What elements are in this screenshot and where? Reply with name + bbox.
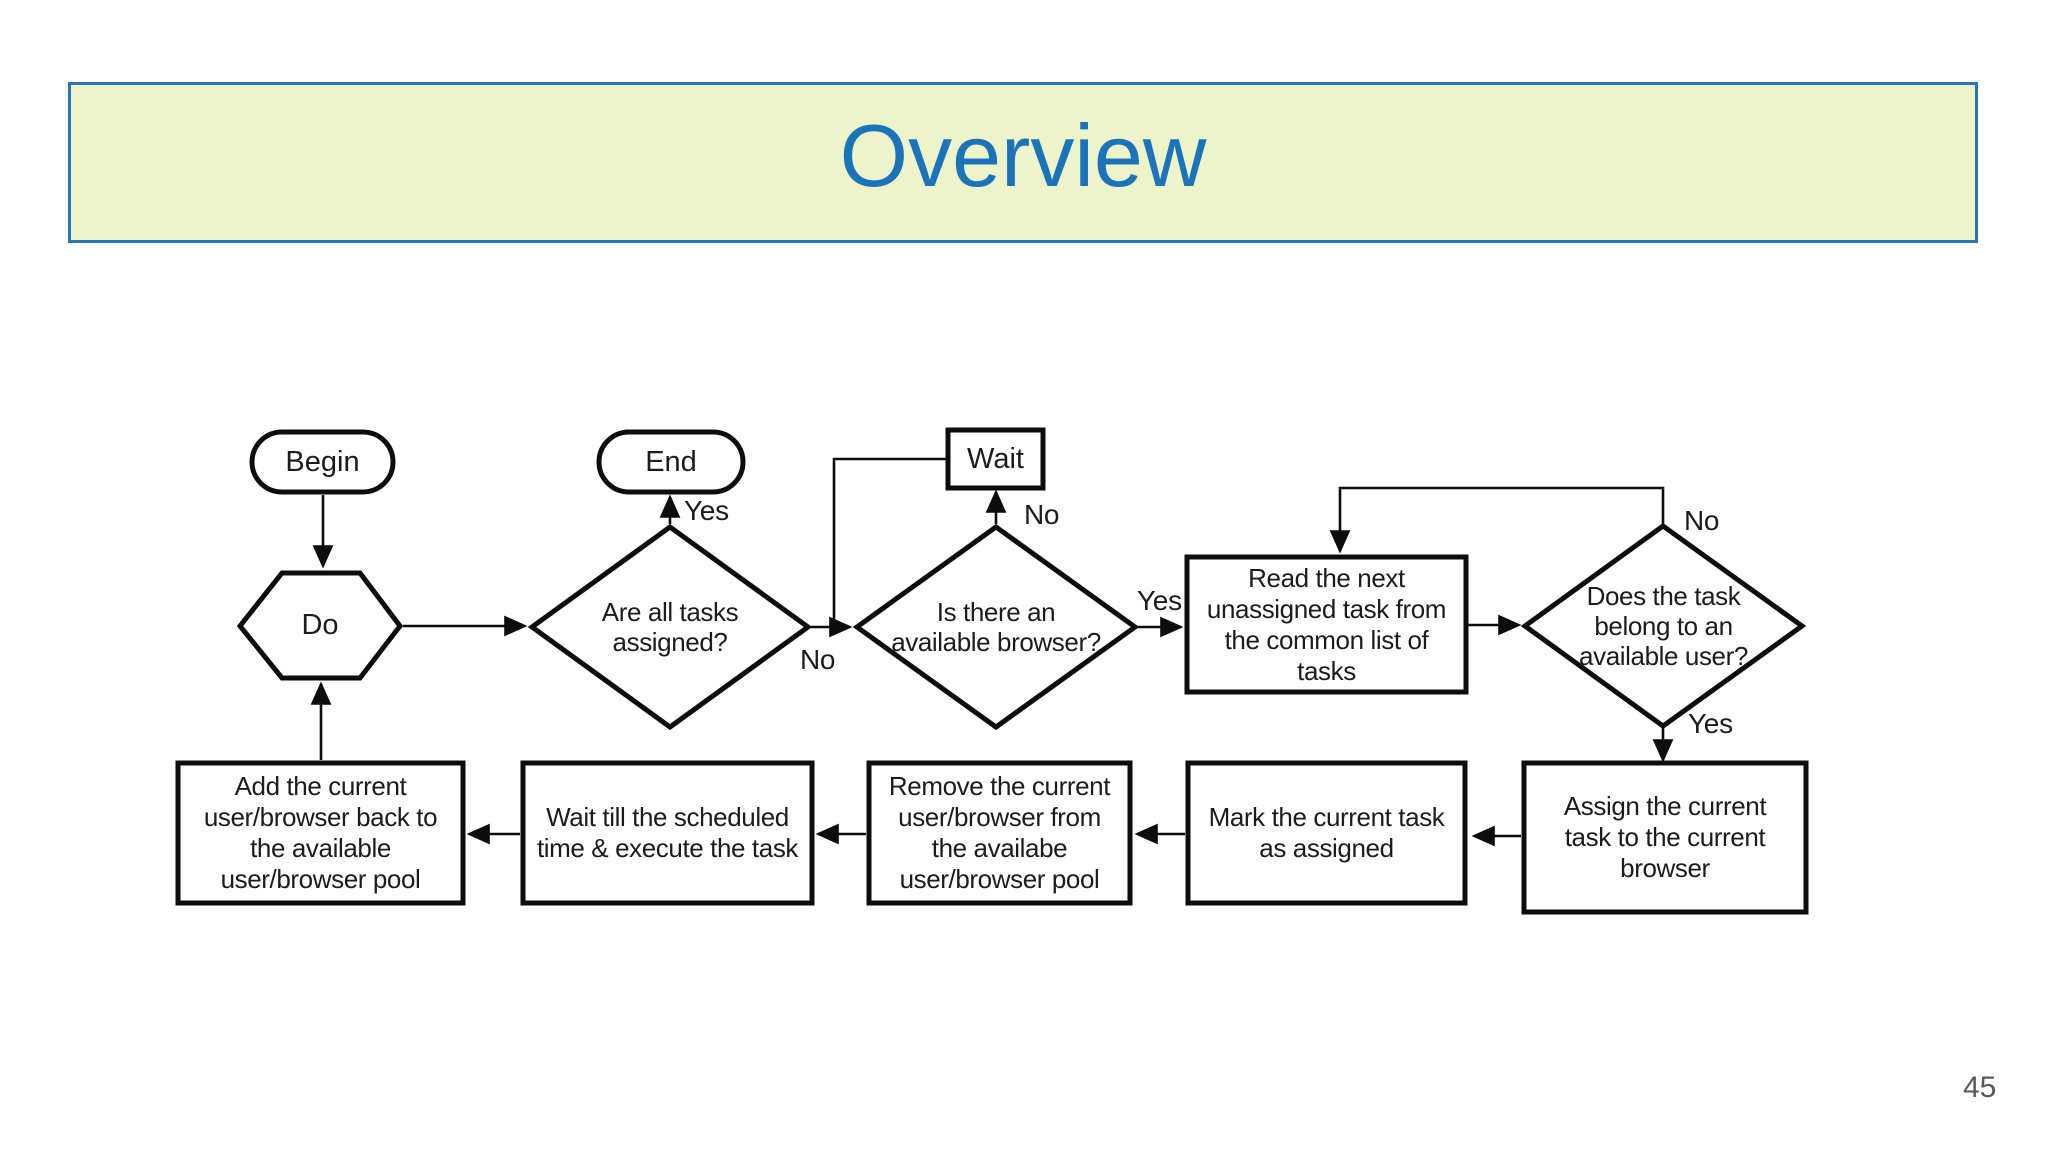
- process-wait-execute-shape: [520, 760, 815, 906]
- begin-terminator-shape: [249, 429, 396, 495]
- node-user-available-label: Does the task belong to an available use…: [1579, 581, 1748, 671]
- slide-title-box: Overview: [68, 82, 1978, 243]
- edge-label-user-yes: Yes: [1688, 708, 1733, 739]
- decision-browser-available-shape: [852, 523, 1140, 731]
- decision-user-available-shape: [1520, 522, 1807, 730]
- wait-process-shape: [945, 427, 1046, 491]
- process-read-task-shape: [1184, 554, 1469, 695]
- page-number: 45: [1963, 1071, 1997, 1104]
- node-wait-label: Wait: [967, 442, 1024, 475]
- edge-label-browser-no: No: [1024, 499, 1060, 530]
- decision-tasks-assigned-shape: [527, 523, 813, 731]
- process-mark-assigned-shape: [1185, 760, 1468, 906]
- end-terminator-shape: [596, 429, 746, 495]
- node-add-back-label: Add the current user/browser back to the…: [203, 771, 438, 894]
- flowchart-connectors: [310, 457, 1674, 847]
- node-do-label: Do: [301, 609, 339, 641]
- node-begin-label: Begin: [285, 445, 360, 478]
- do-preparation-shape: [236, 570, 404, 681]
- edge-wait-loop-to-browser-decision: [832, 457, 946, 626]
- edge-label-tasks-no: No: [800, 644, 836, 675]
- node-mark-assigned-label: Mark the current task as assigned: [1208, 802, 1445, 863]
- flowchart-shapes: [175, 427, 1809, 915]
- page-title: Overview: [839, 105, 1207, 205]
- edge-label-browser-yes: Yes: [1137, 585, 1182, 616]
- edge-label-user-no: No: [1684, 505, 1720, 536]
- node-assign-task-label: Assign the current task to the current b…: [1563, 791, 1767, 883]
- node-remove-user-label: Remove the current user/browser from the…: [888, 771, 1111, 894]
- node-end-label: End: [645, 445, 697, 478]
- node-browser-available-label: Is there an available browser?: [891, 597, 1101, 657]
- node-wait-execute-label: Wait till the scheduled time & execute t…: [536, 802, 799, 863]
- node-tasks-assigned-label: Are all tasks assigned?: [601, 597, 739, 657]
- edge-user-no-loop-to-read: [1329, 486, 1665, 554]
- process-remove-user-shape: [866, 760, 1133, 906]
- process-add-back-shape: [175, 760, 466, 906]
- node-read-task-label: Read the next unassigned task from the c…: [1206, 562, 1447, 686]
- edge-label-tasks-yes: Yes: [684, 495, 729, 526]
- process-assign-task-shape: [1521, 760, 1809, 915]
